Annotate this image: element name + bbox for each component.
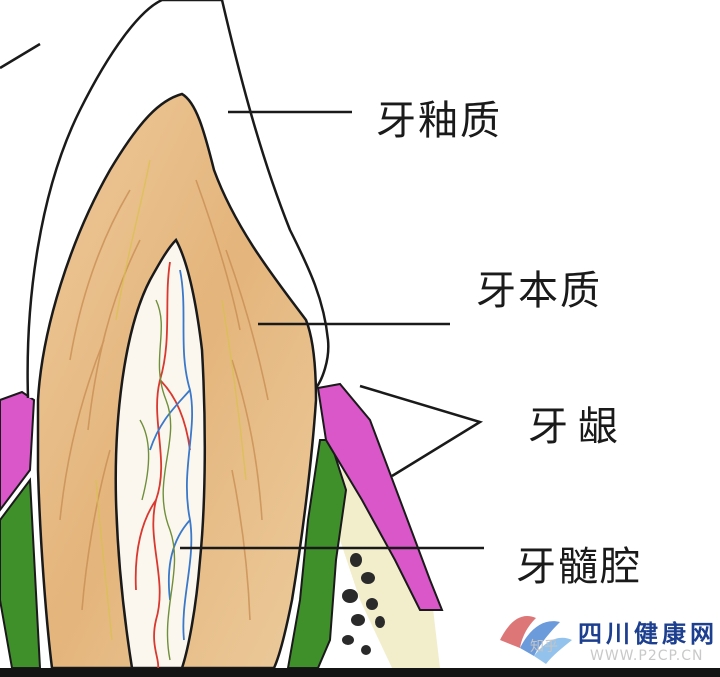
watermark-platform: 知乎 [530,639,558,655]
right-bone [286,439,348,669]
dentin-yellow-strokes [95,159,247,641]
gum-label: 牙龈 [528,404,628,450]
dentin-texture [59,179,269,621]
bottom-border [0,668,720,677]
watermark-url: WWW.P2CP.CN [590,648,704,664]
right-gum [316,382,444,611]
dentin-label: 牙本质 [476,268,602,314]
watermark-logo-icon [500,616,572,664]
watermark-site-name: 四川健康网 [578,620,718,648]
left-edge-leader [0,42,41,70]
gum-leader [359,384,484,478]
alveolar-bone [330,470,440,668]
pulp-vessels-red [134,261,191,669]
leader-lines [0,42,484,550]
pulp-cavity-label: 牙髓腔 [516,544,642,590]
left-bone [0,477,42,669]
pulp-nerves-green [139,299,176,661]
bone-trabeculae [342,553,385,655]
enamel-label: 牙釉质 [376,98,502,144]
pulp-vessels-blue [149,269,193,641]
left-gum [0,390,36,512]
